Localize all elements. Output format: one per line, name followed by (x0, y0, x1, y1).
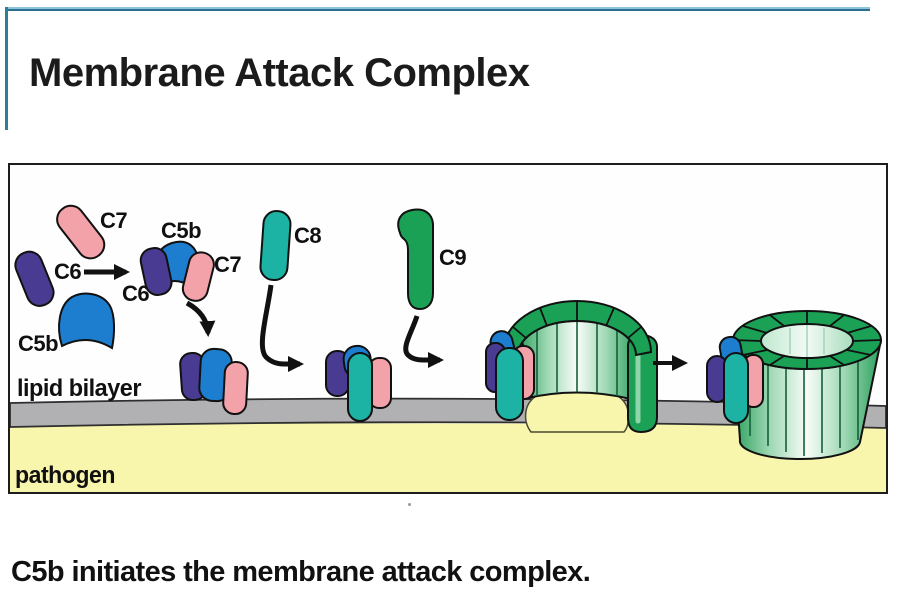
c8-protein-free (259, 210, 292, 282)
arrow-c9-joins (403, 315, 444, 368)
partial-pore-rim (501, 300, 653, 357)
page-title: Membrane Attack Complex (29, 50, 530, 95)
arrow-c8-joins (259, 284, 304, 372)
complete-pore-rim-segments (732, 311, 882, 369)
header-left-rule (5, 7, 8, 130)
c7-unit (181, 251, 215, 302)
c9-protein-free (397, 208, 434, 311)
c5b-protein-free (58, 292, 116, 350)
c5b678-complex-on-membrane (325, 344, 392, 422)
c5b67-complex-on-membrane (179, 347, 249, 416)
label-c5b-complex: C5b (161, 218, 201, 243)
c5b678-complex-at-complete-pore (706, 335, 764, 424)
c7-unit (222, 361, 249, 416)
c6-protein-free (14, 250, 55, 307)
label-c6-complex: C6 (122, 281, 149, 306)
label-c5b-free: C5b (18, 331, 58, 356)
c6-unit (139, 247, 173, 296)
partial-pore-stage (485, 300, 658, 434)
label-c9: C9 (439, 245, 466, 270)
c8-unit (495, 347, 524, 421)
arrow-to-membrane (185, 300, 216, 337)
mac-diagram: C7 C6 C5b C5b C6 C7 C8 C9 lipid bilayer … (10, 165, 886, 492)
label-pathogen: pathogen (15, 462, 115, 489)
pore-channel-staves (789, 324, 825, 358)
header-top-rule (5, 7, 870, 11)
stray-dot (408, 503, 411, 506)
partial-pore-rim-segments (512, 301, 642, 339)
c5b678-complex-at-pore (485, 330, 535, 421)
label-lipid-bilayer: lipid bilayer (17, 375, 141, 402)
partial-pore-staves (536, 321, 618, 396)
label-c7-complex: C7 (214, 252, 241, 277)
c8-unit (723, 352, 749, 424)
label-c7-free: C7 (100, 208, 127, 233)
label-c8: C8 (294, 223, 321, 248)
c7-protein-free (56, 204, 106, 260)
caption: C5b initiates the membrane attack comple… (11, 556, 591, 588)
label-c6-free: C6 (54, 259, 81, 284)
c8-unit (347, 352, 373, 422)
pathogen-body (10, 423, 886, 492)
c5b67-complex-floating (139, 240, 215, 302)
diagram-panel: C7 C6 C5b C5b C6 C7 C8 C9 lipid bilayer … (8, 163, 888, 494)
complete-pore-stage (706, 310, 883, 461)
